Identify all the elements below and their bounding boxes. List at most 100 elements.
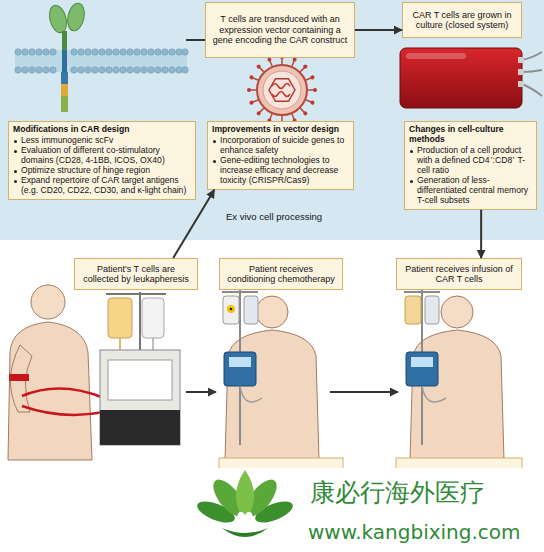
- box-heading-row: Changes in cell-culture methods: [409, 125, 532, 145]
- logo-leaves: [194, 470, 295, 537]
- process-band: Ex vivo cell processing T cells are trans…: [0, 0, 544, 240]
- patient-infusion: [441, 296, 473, 328]
- patient-chemotherapy: [222, 291, 258, 293]
- culture-bag: [518, 57, 524, 63]
- bullet-item: Production of a cell product with a defi…: [409, 146, 532, 176]
- patient-chemotherapy: [223, 296, 239, 324]
- step-text: T cells are transduced with an expressio…: [210, 14, 350, 45]
- box-heading-row: Improvements in vector design: [212, 125, 349, 135]
- cell-membrane: [106, 49, 112, 55]
- process-line: [186, 39, 205, 41]
- cell-membrane: [15, 49, 188, 73]
- patient-leukapheresis: [22, 388, 104, 398]
- cell-membrane: [15, 67, 21, 73]
- step-text: Patient receives infusion of CAR T cells: [401, 264, 517, 285]
- cell-membrane: [29, 49, 35, 55]
- patient-leukapheresis: [31, 285, 65, 319]
- cell-membrane: [50, 49, 56, 55]
- step-arrow: [186, 391, 216, 393]
- cell-membrane: [155, 67, 161, 73]
- step-text: Patient's T cells are collected by leuka…: [79, 264, 193, 285]
- cell-membrane: [169, 67, 175, 73]
- viral-vector: [257, 65, 307, 115]
- improvement-box: Changes in cell-culture methodsProductio…: [404, 121, 537, 210]
- apheresis-machine: [108, 360, 172, 400]
- box-heading: Improvements in vector design: [212, 124, 339, 134]
- bullet-dot: [14, 150, 17, 153]
- cell-membrane: [182, 49, 188, 55]
- step-box: Patient receives infusion of CAR T cells: [396, 258, 522, 290]
- cell-membrane: [162, 67, 168, 73]
- cell-membrane: [22, 49, 28, 55]
- bullet-dot: [14, 140, 17, 143]
- step-text: Patient receives conditioning chemothera…: [224, 264, 338, 285]
- bullet-item: Expand repertoire of CAR target antigens…: [13, 176, 191, 196]
- apheresis-machine: [142, 298, 164, 338]
- viral-vector: [272, 84, 290, 89]
- culture-bag: [518, 69, 524, 75]
- bullet-item: Evaluation of different co-stimulatory d…: [13, 146, 191, 166]
- cell-membrane: [36, 49, 42, 55]
- bullet-text: Less immunogenic scFv: [21, 135, 113, 145]
- patient-chemotherapy: [240, 386, 262, 402]
- cell-membrane: [92, 67, 98, 73]
- patient-infusion: [406, 352, 438, 386]
- cell-membrane: [127, 67, 133, 73]
- patient-leukapheresis: [9, 374, 29, 381]
- cell-membrane: [92, 49, 98, 55]
- box-heading: Changes in cell-culture methods: [409, 124, 504, 144]
- apheresis-machine: [106, 293, 166, 295]
- car-receptor: [61, 72, 68, 84]
- cell-membrane: [43, 67, 49, 73]
- cell-membrane: [113, 67, 119, 73]
- patient-leukapheresis: [8, 285, 104, 460]
- bullet-text: Generation of less-differentiated centra…: [417, 175, 528, 205]
- patient-chemotherapy: [230, 308, 233, 311]
- improvement-box: Modifications in CAR designLess immunoge…: [8, 121, 196, 200]
- step-box: Patient's T cells are collected by leuka…: [74, 258, 198, 290]
- bullet-item: Generation of less-differentiated centra…: [409, 176, 532, 206]
- patient-infusion: [410, 330, 504, 460]
- cell-membrane: [78, 49, 84, 55]
- cell-membrane: [71, 49, 77, 55]
- bullet-dot: [213, 140, 216, 143]
- improvement-box: Improvements in vector designIncorporati…: [207, 121, 354, 190]
- cell-membrane: [169, 49, 175, 55]
- patient-chemotherapy: [224, 352, 256, 386]
- car-receptor: [61, 96, 68, 112]
- bullet-text: Gene-editing technologies to increase ef…: [220, 155, 338, 185]
- bullet-dot: [14, 180, 17, 183]
- box-heading-row: Modifications in CAR design: [13, 125, 191, 135]
- patient-infusion: [422, 386, 446, 402]
- cell-membrane: [176, 67, 182, 73]
- cell-membrane: [134, 49, 140, 55]
- cell-membrane: [71, 67, 77, 73]
- step-box: T cells are transduced with an expressio…: [205, 2, 355, 58]
- cell-membrane: [50, 67, 56, 73]
- logo-leaves: [238, 512, 253, 528]
- step-box: Patient receives conditioning chemothera…: [219, 258, 343, 290]
- viral-vector: [269, 79, 295, 102]
- apheresis-machine: [100, 350, 180, 445]
- cell-membrane: [78, 67, 84, 73]
- bullet-dot: [410, 150, 413, 153]
- bullet-dot: [213, 160, 216, 163]
- step-text: CAR T cells are grown in culture (closed…: [407, 10, 517, 31]
- cell-membrane: [162, 49, 168, 55]
- apheresis-machine: [108, 298, 132, 338]
- cell-membrane: [15, 49, 21, 55]
- patient-chemotherapy: [222, 290, 319, 460]
- car-receptor: [62, 50, 67, 72]
- cell-membrane: [85, 49, 91, 55]
- step-box: CAR T cells are grown in culture (closed…: [402, 2, 522, 38]
- bullet-text: Expand repertoire of CAR target antigens…: [21, 175, 186, 195]
- patient-chemotherapy: [229, 357, 251, 367]
- apheresis-machine: [100, 410, 180, 445]
- watermark-name: 康必行海外医疗: [310, 476, 485, 509]
- culture-bag: [406, 53, 466, 59]
- patient-infusion: [411, 357, 433, 367]
- culture-bag: [400, 48, 542, 108]
- patient-chemotherapy: [227, 305, 235, 313]
- region-label: Ex vivo cell processing: [226, 211, 322, 222]
